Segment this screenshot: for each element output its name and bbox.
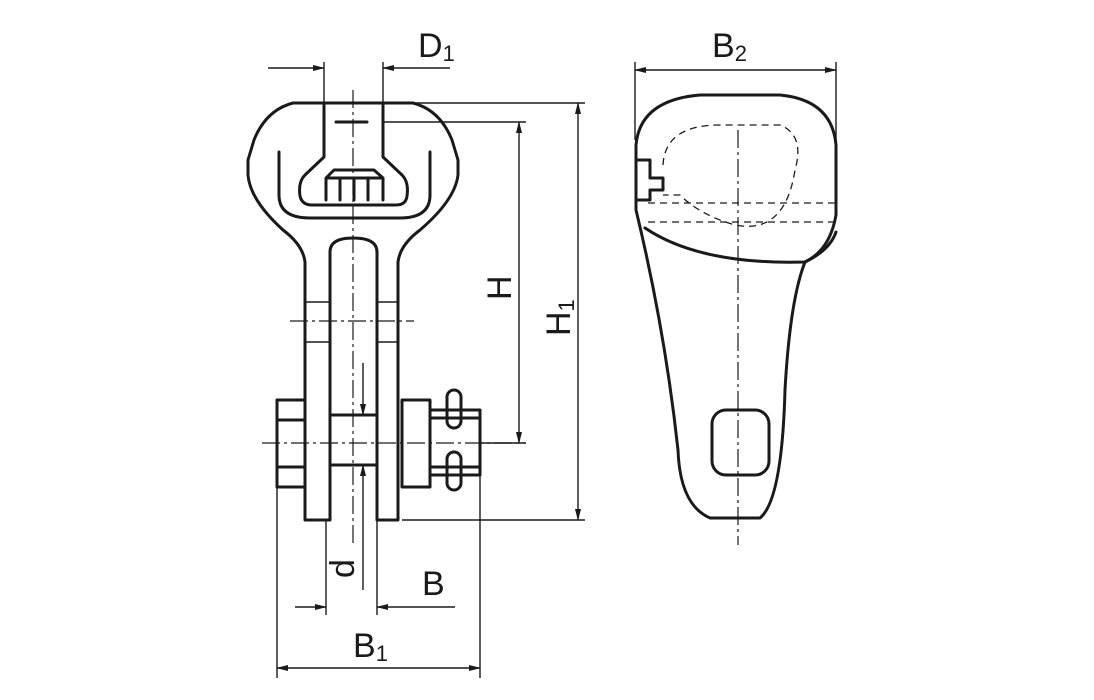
cotter-pin-top: [445, 388, 463, 430]
label-d: d: [324, 559, 362, 578]
socket-nut: [324, 168, 385, 202]
label-B: B: [422, 565, 445, 603]
side-lip: [643, 226, 838, 264]
inner-u: [277, 150, 432, 220]
label-H1: H1: [540, 299, 579, 336]
bolt-head: [275, 398, 307, 489]
side-hole: [710, 408, 771, 477]
label-H: H: [481, 275, 519, 300]
side-view: [634, 62, 838, 545]
dimensions-front: [268, 62, 585, 678]
side-slot: [634, 158, 665, 202]
hidden-socket: [648, 124, 836, 227]
label-D1: D1: [418, 27, 455, 66]
cotter-pin-bottom: [445, 450, 463, 492]
label-B1: B1: [353, 627, 388, 666]
front-view: [246, 90, 525, 545]
label-B2: B2: [712, 27, 747, 66]
bolt-nut: [400, 398, 432, 489]
socket: [298, 101, 409, 207]
side-outline: [634, 93, 838, 520]
